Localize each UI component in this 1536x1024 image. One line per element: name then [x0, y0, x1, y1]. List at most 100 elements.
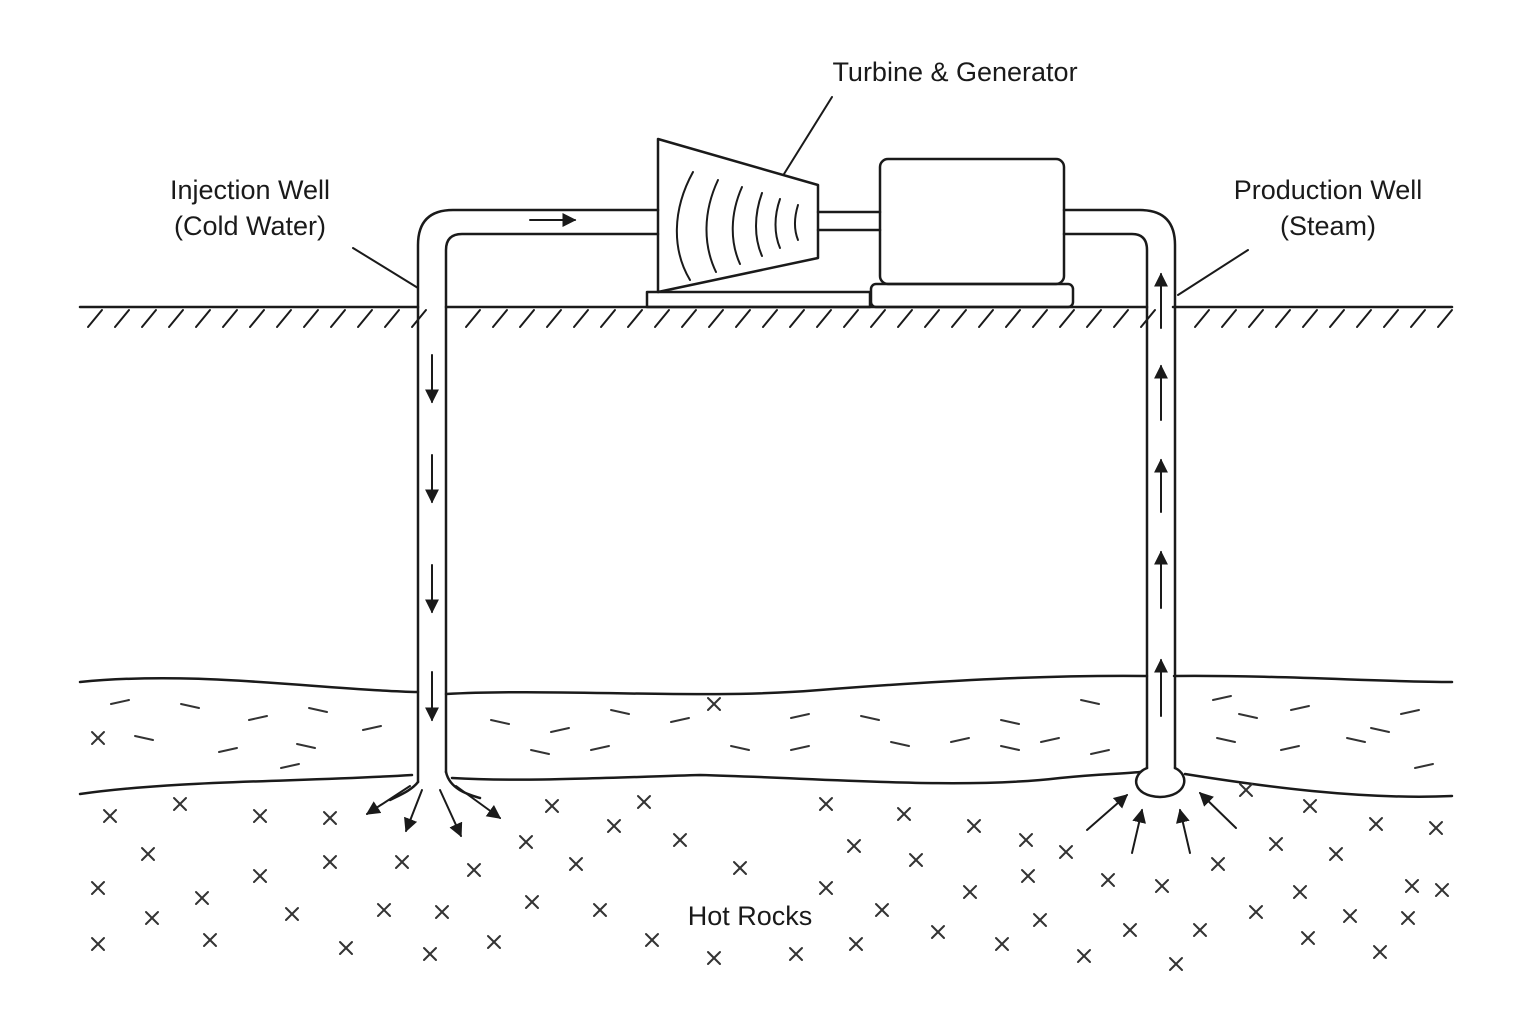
rock-cross	[1269, 837, 1283, 851]
rock-cross	[707, 697, 721, 711]
rock-cross	[91, 881, 105, 895]
rock-cross	[173, 797, 187, 811]
rock-cross	[395, 855, 409, 869]
hatch-mark	[222, 309, 238, 328]
generator	[869, 157, 1075, 309]
rock-cross	[909, 853, 923, 867]
rock-dash	[296, 743, 316, 749]
rock-dash	[610, 709, 630, 715]
hatch-mark	[1113, 309, 1129, 328]
rock-dash	[1080, 699, 1100, 705]
hatch-mark	[681, 309, 697, 328]
hatch-mark	[1248, 309, 1264, 328]
hatch-mark	[1275, 309, 1291, 328]
rock-cross	[1021, 869, 1035, 883]
rock-dash	[308, 707, 328, 713]
hatch-mark	[465, 309, 481, 328]
hatch-mark	[816, 309, 832, 328]
hatch-mark	[1059, 309, 1075, 328]
rock-cross	[1019, 833, 1033, 847]
rock-texture-dashes	[110, 695, 1434, 769]
rock-cross	[1301, 931, 1315, 945]
rock-dash	[1040, 737, 1060, 743]
hatch-mark	[1005, 309, 1021, 328]
rock-cross	[963, 885, 977, 899]
rock-dash	[134, 735, 154, 741]
hatch-mark	[1032, 309, 1048, 328]
rock-dash	[490, 719, 510, 725]
hatch-mark	[924, 309, 940, 328]
rock-cross	[707, 951, 721, 965]
ground-surface	[78, 305, 1454, 328]
rock-texture-crosses	[91, 697, 1449, 971]
rock-cross	[203, 933, 217, 947]
hatch-mark	[573, 309, 589, 328]
rock-cross	[323, 855, 337, 869]
rock-dash	[1090, 749, 1110, 755]
rock-cross	[1369, 817, 1383, 831]
rock-cross	[607, 819, 621, 833]
rock-dash	[1000, 719, 1020, 725]
hatch-mark	[276, 309, 292, 328]
rock-cross	[967, 819, 981, 833]
production-well-label-line2: (Steam)	[1279, 211, 1377, 241]
rock-cross	[487, 935, 501, 949]
hatch-mark	[1302, 309, 1318, 328]
rock-cross	[1249, 905, 1263, 919]
rock-dash	[590, 745, 610, 751]
hatch-mark	[627, 309, 643, 328]
injection-well-label-line2: (Cold Water)	[173, 211, 327, 241]
rock-dash	[1216, 737, 1236, 743]
rock-dash	[218, 747, 238, 753]
rock-dash	[550, 727, 570, 733]
rock-cross	[1429, 821, 1443, 835]
hatch-mark	[357, 309, 373, 328]
rock-dash	[790, 745, 810, 751]
label-leaders	[352, 96, 1249, 296]
hatch-mark	[789, 309, 805, 328]
hatch-mark	[303, 309, 319, 328]
rock-cross	[423, 947, 437, 961]
rock-cross	[91, 731, 105, 745]
hatch-mark	[1329, 309, 1345, 328]
rock-cross	[847, 839, 861, 853]
rock-cross	[1169, 957, 1183, 971]
rock-cross	[253, 869, 267, 883]
rock-cross	[1033, 913, 1047, 927]
rock-cross	[1059, 845, 1073, 859]
rock-cross	[253, 809, 267, 823]
hatch-mark	[1410, 309, 1426, 328]
rock-cross	[1329, 847, 1343, 861]
hatch-mark	[384, 309, 400, 328]
production-well-pipe	[1062, 208, 1186, 799]
rock-cross	[875, 903, 889, 917]
rock-cross	[1123, 923, 1137, 937]
rock-dash	[1238, 713, 1258, 719]
rock-dash	[280, 763, 300, 769]
rock-cross	[1293, 885, 1307, 899]
rock-dash	[530, 749, 550, 755]
hatch-mark	[654, 309, 670, 328]
injection-spread-arrows	[365, 785, 502, 838]
rock-cross	[323, 811, 337, 825]
rock-dash	[248, 715, 268, 721]
hatch-mark	[1086, 309, 1102, 328]
rock-cross	[339, 941, 353, 955]
hatch-mark	[843, 309, 859, 328]
rock-cross	[145, 911, 159, 925]
rock-cross	[435, 905, 449, 919]
rock-cross	[285, 907, 299, 921]
rock-dash	[670, 717, 690, 723]
hatch-mark	[978, 309, 994, 328]
rock-dash	[1212, 695, 1232, 701]
rock-dash	[1290, 705, 1310, 711]
hatch-mark	[600, 309, 616, 328]
rock-dash	[950, 737, 970, 743]
rock-cross	[819, 797, 833, 811]
rock-cross	[819, 881, 833, 895]
rock-cross	[545, 799, 559, 813]
injection-well-label-line1: Injection Well	[169, 175, 331, 205]
flow-arrows	[365, 213, 1237, 854]
hatch-mark	[762, 309, 778, 328]
rock-cross	[1373, 945, 1387, 959]
